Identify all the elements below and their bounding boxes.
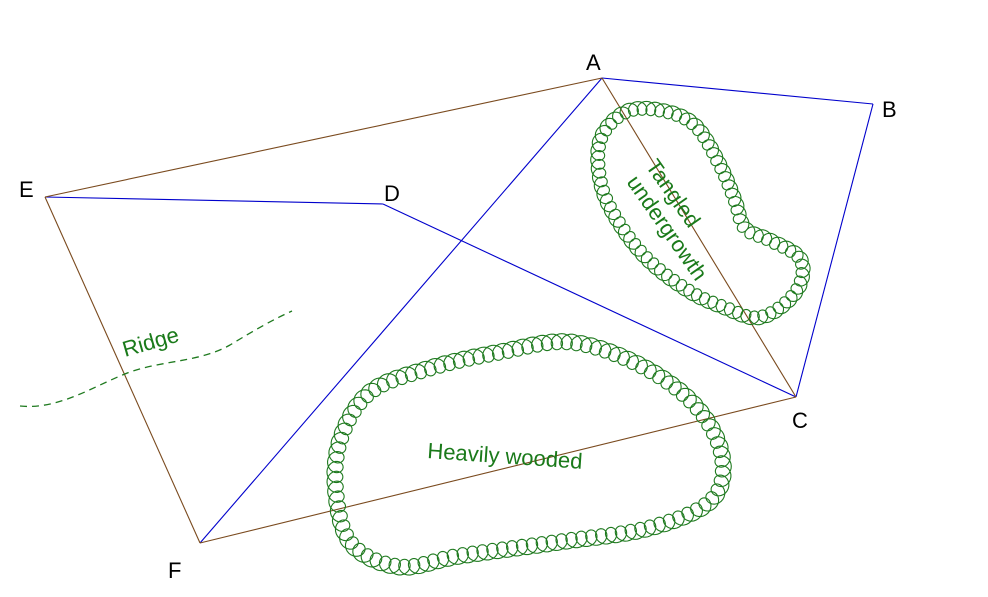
point-label-f: F — [168, 558, 181, 583]
point-label-c: C — [792, 408, 808, 433]
line-e-d — [44, 196, 384, 205]
tangled-undergrowth-boundary — [590, 100, 811, 326]
line-b-c — [795, 103, 874, 398]
line-d-c — [382, 203, 797, 398]
line-e-f — [44, 196, 201, 544]
survey-lines — [44, 77, 874, 544]
point-labels: A B C D E F — [19, 50, 897, 583]
line-e-a — [44, 77, 603, 198]
line-a-f — [199, 77, 603, 544]
point-label-b: B — [882, 97, 897, 122]
wooded-label: Heavily wooded — [427, 438, 584, 474]
point-label-d: D — [384, 181, 400, 206]
ridge-label: Ridge — [119, 322, 181, 362]
heavily-wooded-boundary — [326, 333, 732, 576]
point-label-a: A — [586, 50, 601, 75]
line-f-c — [199, 396, 797, 544]
line-a-b — [601, 77, 874, 105]
line-a-c — [601, 77, 797, 398]
point-label-e: E — [19, 177, 34, 202]
vegetation-boundaries — [326, 100, 811, 576]
ridge-line — [19, 310, 293, 408]
